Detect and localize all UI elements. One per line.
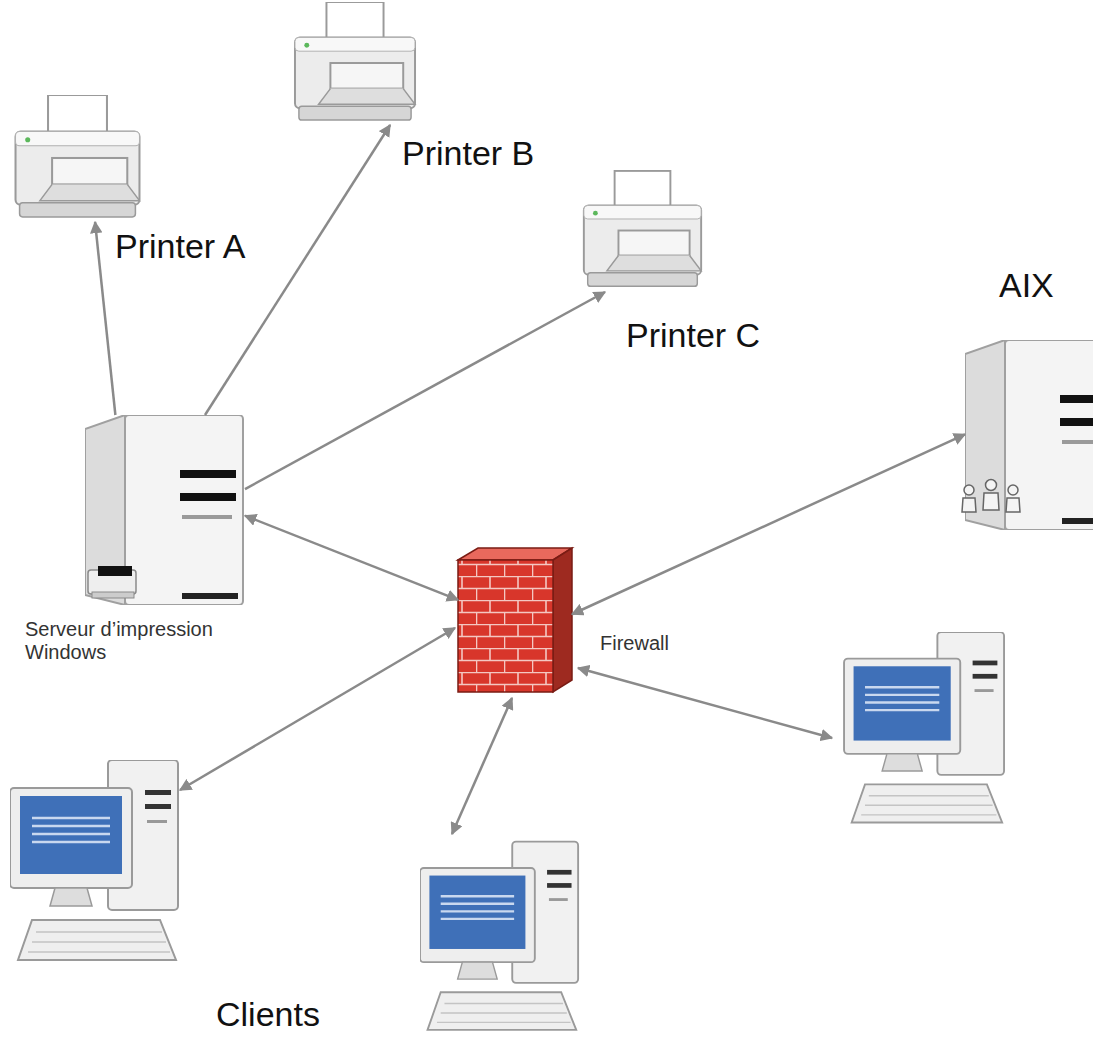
device-node: Firewall xyxy=(458,548,572,692)
network-link xyxy=(95,222,115,415)
device-node: Printer C xyxy=(580,170,705,292)
client-computer xyxy=(844,632,1004,822)
printer-icon xyxy=(16,95,140,217)
device-node: Printer A xyxy=(10,95,145,222)
network-link xyxy=(245,516,458,600)
network-link xyxy=(245,292,605,489)
client-link xyxy=(578,668,832,738)
device-node: Serveur d’impression Windows xyxy=(85,415,245,605)
device-node: Printer B xyxy=(290,2,420,125)
network-link xyxy=(205,125,390,415)
local-printer-icon xyxy=(88,566,136,598)
firewall-icon xyxy=(458,548,572,692)
device-label: Firewall xyxy=(600,632,669,655)
client-computer xyxy=(420,842,578,1030)
device-node: AIX xyxy=(965,340,1090,525)
client-link xyxy=(180,628,832,834)
printer-icon xyxy=(584,171,701,286)
device-label: Printer A xyxy=(115,227,245,266)
printer-icon xyxy=(295,2,415,120)
device-label: Printer B xyxy=(402,134,534,173)
server-icon xyxy=(85,415,243,605)
device-label: Printer C xyxy=(626,316,760,355)
client-link xyxy=(180,628,455,790)
server-icon xyxy=(965,340,1093,530)
device-label: Serveur d’impression Windows xyxy=(25,618,265,664)
device-label: AIX xyxy=(999,266,1054,305)
network-link xyxy=(572,434,965,614)
client-computer xyxy=(10,760,178,960)
group-label: Clients xyxy=(216,995,320,1034)
users-icon xyxy=(962,480,1020,513)
client-link xyxy=(452,698,512,834)
